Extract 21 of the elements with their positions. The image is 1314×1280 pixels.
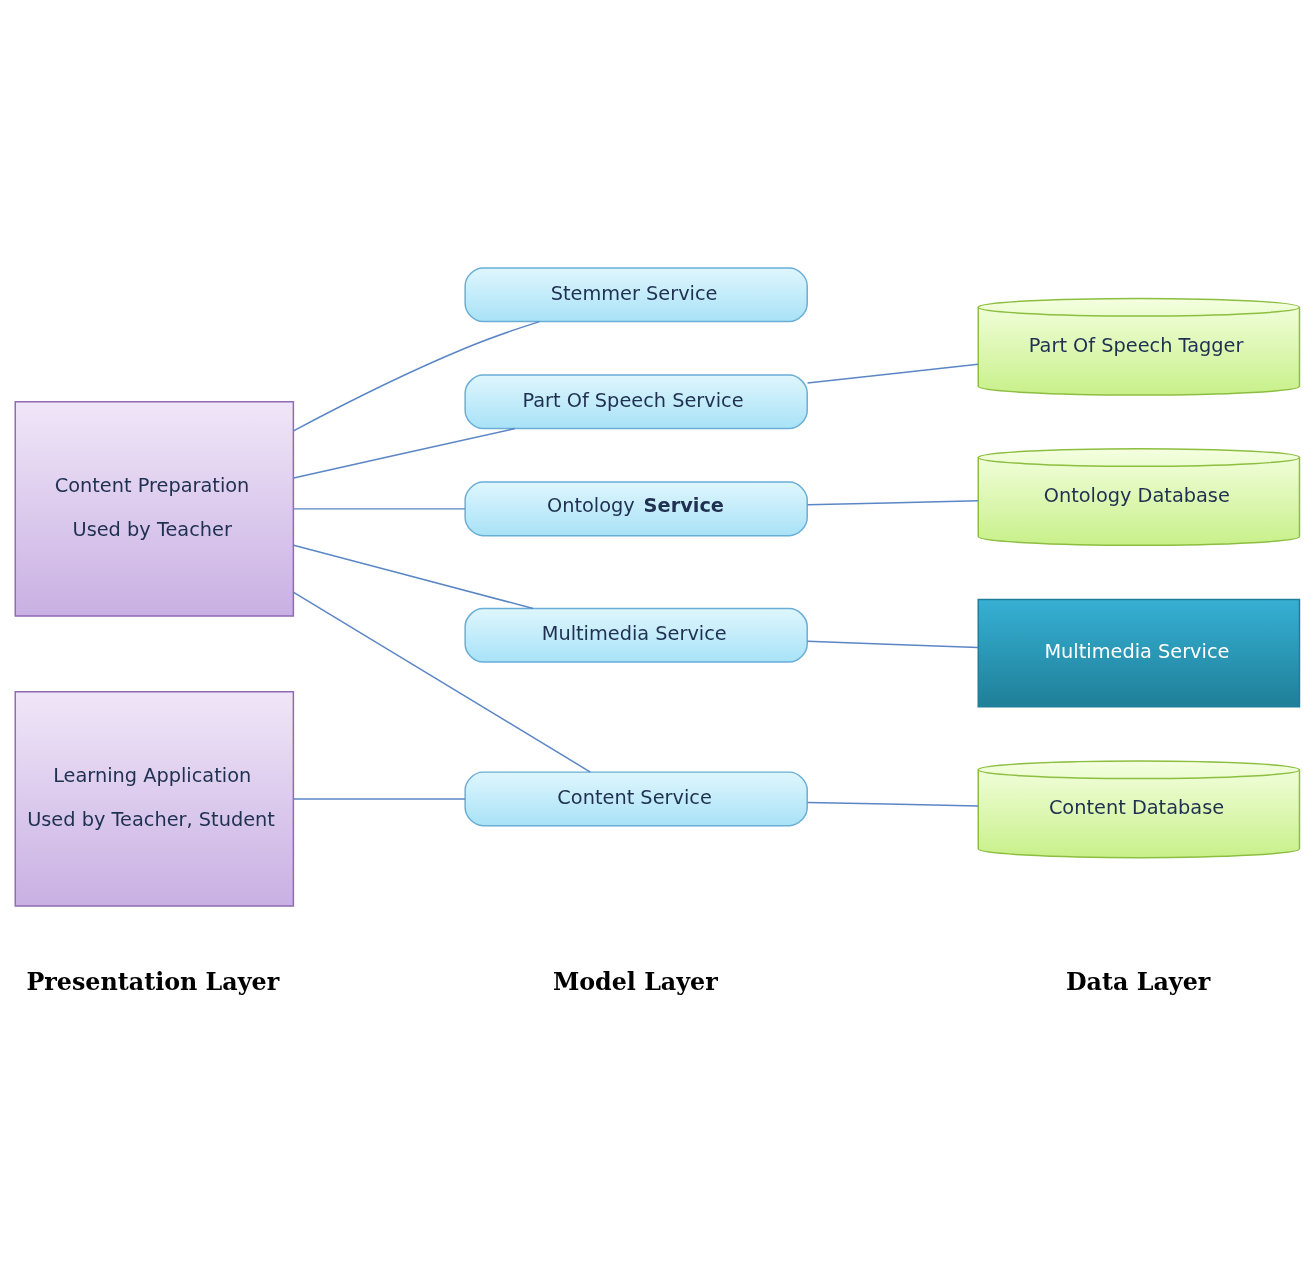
connector — [806, 640, 979, 648]
label: Model Layer — [552, 967, 718, 996]
connector — [806, 363, 979, 384]
label: Presentation Layer — [26, 967, 280, 996]
connector — [806, 499, 979, 506]
connector — [292, 591, 592, 773]
node-box: Content Service — [464, 770, 808, 826]
connector — [292, 427, 516, 479]
node-box: Ontology Service — [464, 480, 808, 536]
label: Data Layer — [1065, 967, 1211, 996]
node-box: Multimedia Service — [977, 598, 1301, 707]
node-box: Part Of Speech Service — [464, 373, 808, 429]
node-box: Content Preparation Used by Teacher — [14, 400, 295, 617]
node-box: Stemmer Service — [464, 266, 808, 322]
connector — [292, 544, 534, 609]
connector — [292, 320, 541, 432]
connector — [292, 507, 466, 510]
node-box: Learning Application Used by Teacher, Student — [14, 690, 295, 907]
connector — [292, 797, 466, 800]
connector — [806, 801, 979, 807]
node-box: Multimedia Service — [464, 607, 808, 663]
